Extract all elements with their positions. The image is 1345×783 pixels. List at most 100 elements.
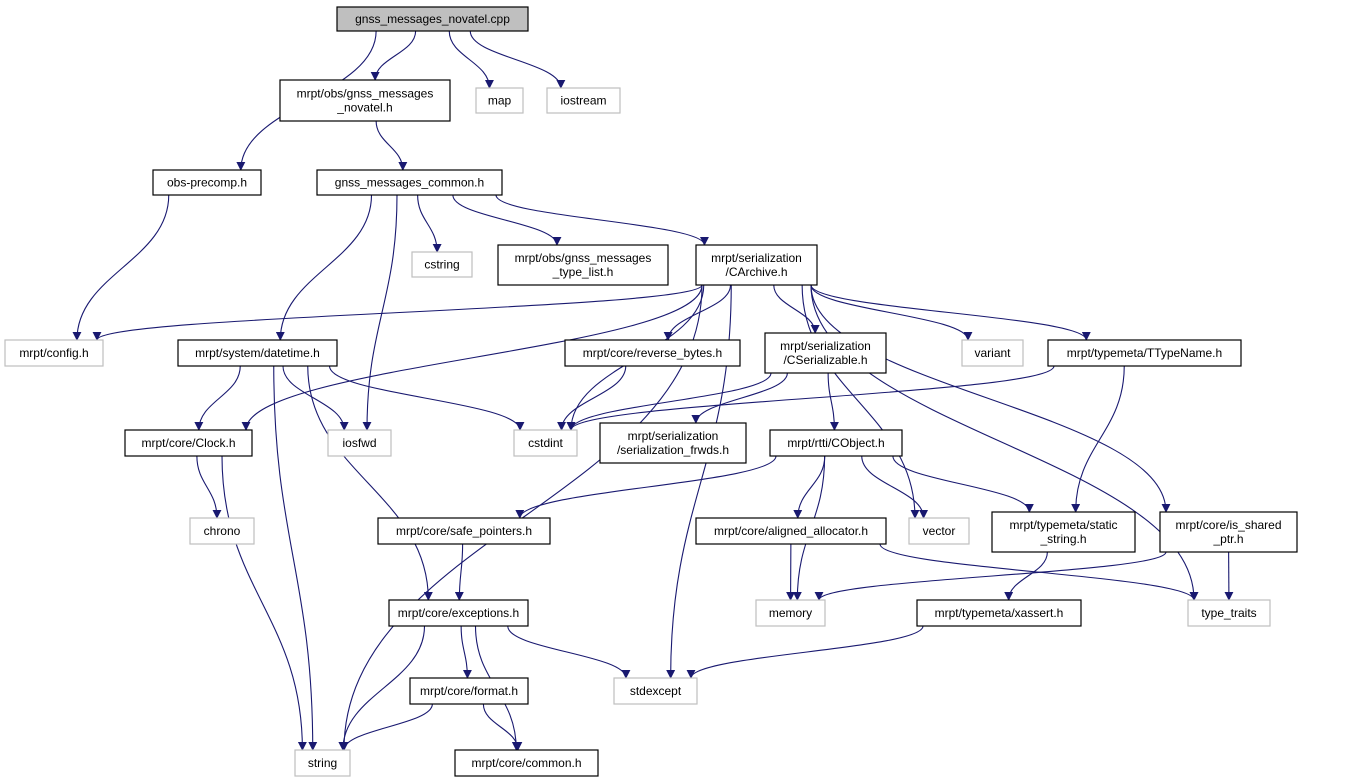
node-aligned_alloc[interactable]: mrpt/core/aligned_allocator.h (695, 517, 887, 545)
node-cpp[interactable]: gnss_messages_novatel.cpp (336, 6, 529, 32)
edge-carchive-to-clock (241, 284, 703, 431)
edge-common_h-to-type_list (452, 194, 562, 246)
node-variant[interactable]: variant (961, 339, 1024, 367)
edge-cserializable-to-frwds (691, 372, 788, 424)
edge-carchive-to-vector (801, 284, 920, 519)
node-box (769, 429, 903, 457)
edge-obs_precomp-to-config (72, 194, 170, 341)
node-box (1047, 339, 1242, 367)
edge-ttypename-to-cstdint (566, 365, 1055, 431)
node-map[interactable]: map (475, 87, 524, 114)
edge-clock-to-chrono (196, 455, 222, 519)
node-label: type_traits (1201, 606, 1256, 620)
node-iostream[interactable]: iostream (546, 87, 621, 114)
node-datetime[interactable]: mrpt/system/datetime.h (177, 339, 338, 367)
node-cstdint[interactable]: cstdint (513, 429, 578, 457)
edge-static_string-to-xassert (1004, 551, 1048, 601)
edge-novatel_h-to-common_h (375, 120, 408, 171)
node-safe_pointers[interactable]: mrpt/core/safe_pointers.h (377, 517, 551, 545)
edge-is_shared_ptr-to-memory (814, 551, 1167, 601)
node-box (1159, 511, 1298, 553)
node-label: gnss_messages_novatel.cpp (355, 12, 510, 26)
node-format[interactable]: mrpt/core/format.h (409, 677, 529, 705)
edges-layer (72, 30, 1234, 751)
node-box (409, 677, 529, 705)
node-common_h[interactable]: gnss_messages_common.h (316, 169, 503, 196)
edge-cpp-to-iostream (469, 30, 566, 89)
edge-clock-to-string (221, 455, 307, 751)
node-vector[interactable]: vector (908, 517, 970, 545)
node-label: mrpt/config.h (19, 346, 88, 360)
node-novatel_h[interactable]: mrpt/obs/gnss_messages_novatel.h (279, 79, 451, 122)
node-box (475, 87, 524, 114)
node-label: mrpt/typemeta/static (1009, 518, 1117, 532)
node-is_shared_ptr[interactable]: mrpt/core/is_shared_ptr.h (1159, 511, 1298, 553)
node-chrono[interactable]: chrono (189, 517, 255, 545)
edge-carchive-to-reverse_bytes (663, 284, 732, 341)
node-box (513, 429, 578, 457)
node-box (546, 87, 621, 114)
node-box (695, 517, 887, 545)
node-label: chrono (204, 524, 241, 538)
node-label: mrpt/system/datetime.h (195, 346, 320, 360)
node-label: cstdint (528, 436, 563, 450)
node-box (279, 79, 451, 122)
node-core_common[interactable]: mrpt/core/common.h (454, 749, 599, 777)
node-reverse_bytes[interactable]: mrpt/core/reverse_bytes.h (564, 339, 741, 367)
node-box (152, 169, 262, 196)
edge-format-to-core_common (482, 703, 523, 751)
node-box (177, 339, 338, 367)
edge-datetime-to-iosfwd (282, 365, 349, 431)
edge-datetime-to-exceptions (307, 365, 433, 601)
edge-common_h-to-carchive (495, 194, 709, 246)
node-memory[interactable]: memory (755, 599, 826, 627)
node-label: vector (923, 524, 956, 538)
node-cstring[interactable]: cstring (411, 251, 473, 278)
node-frwds[interactable]: mrpt/serialization/serialization_frwds.h (599, 422, 747, 464)
node-iosfwd[interactable]: iosfwd (327, 429, 392, 457)
node-ttypename[interactable]: mrpt/typemeta/TTypeName.h (1047, 339, 1242, 367)
node-string[interactable]: string (294, 749, 351, 777)
node-box (961, 339, 1024, 367)
node-type_traits[interactable]: type_traits (1187, 599, 1271, 627)
node-exceptions[interactable]: mrpt/core/exceptions.h (388, 599, 529, 627)
node-type_list[interactable]: mrpt/obs/gnss_messages_type_list.h (497, 244, 669, 286)
node-label: obs-precomp.h (167, 176, 247, 190)
edge-cserializable-to-cstdint (566, 372, 772, 431)
node-carchive[interactable]: mrpt/serialization/CArchive.h (695, 244, 818, 286)
edge-common_h-to-cstring (417, 194, 442, 253)
node-cserializable[interactable]: mrpt/serialization/CSerializable.h (764, 332, 887, 374)
node-label: _type_list.h (552, 265, 614, 279)
node-obs_precomp[interactable]: obs-precomp.h (152, 169, 262, 196)
node-label: mrpt/rtti/CObject.h (787, 436, 884, 450)
node-label: variant (974, 346, 1011, 360)
node-xassert[interactable]: mrpt/typemeta/xassert.h (916, 599, 1082, 627)
node-label: mrpt/typemeta/TTypeName.h (1067, 346, 1222, 360)
node-stdexcept[interactable]: stdexcept (613, 677, 698, 705)
node-box (454, 749, 599, 777)
edge-safe_pointers-to-exceptions (454, 543, 464, 601)
node-label: mrpt/core/reverse_bytes.h (583, 346, 722, 360)
node-box (916, 599, 1082, 627)
node-label: memory (769, 606, 812, 620)
node-cobject[interactable]: mrpt/rtti/CObject.h (769, 429, 903, 457)
edge-datetime-to-clock (194, 365, 241, 431)
node-label: iostream (560, 94, 606, 108)
nodes-layer: gnss_messages_novatel.cpp mrpt/obs/gnss_m… (4, 6, 1298, 777)
node-box (908, 517, 970, 545)
node-clock[interactable]: mrpt/core/Clock.h (124, 429, 253, 457)
node-static_string[interactable]: mrpt/typemeta/static_string.h (991, 511, 1136, 553)
edge-carchive-to-is_shared_ptr (810, 284, 1171, 513)
edge-carchive-to-variant (810, 284, 973, 341)
node-label: /CArchive.h (725, 265, 787, 279)
node-box (189, 517, 255, 545)
node-label: string (308, 756, 337, 770)
node-box (599, 422, 747, 464)
node-label: mrpt/obs/gnss_messages (297, 87, 434, 101)
edge-xassert-to-stdexcept (686, 625, 924, 679)
node-box (695, 244, 818, 286)
node-config[interactable]: mrpt/config.h (4, 339, 104, 367)
node-label: mrpt/serialization (628, 429, 719, 443)
node-box (388, 599, 529, 627)
node-label: mrpt/core/format.h (420, 684, 518, 698)
